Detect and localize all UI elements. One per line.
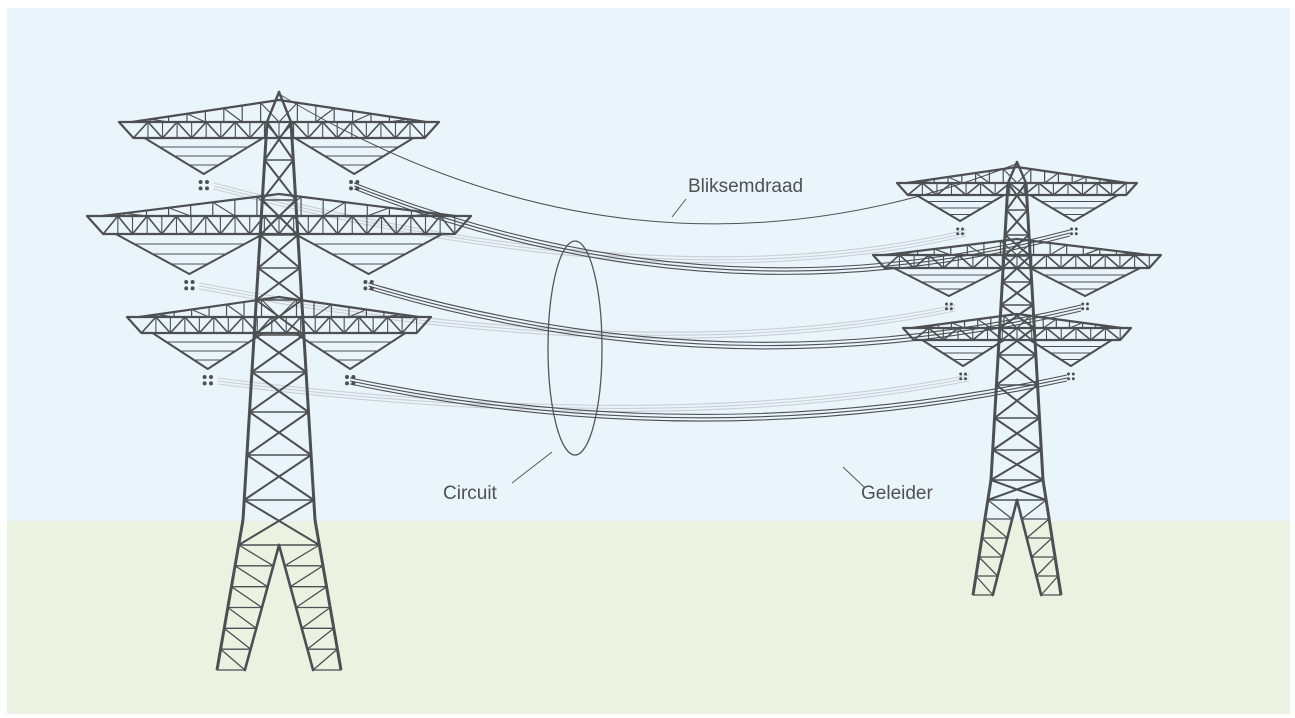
- insulator-bead: [184, 286, 189, 291]
- insulator-bead: [1071, 372, 1075, 376]
- lightning-wire: [278, 93, 1017, 225]
- insulator-bead: [209, 381, 213, 386]
- insulator-bead: [1067, 372, 1070, 376]
- insulator-bead: [355, 180, 360, 184]
- conductor-wire: [368, 288, 1082, 350]
- circuit-label: Circuit: [443, 483, 497, 504]
- insulator-bead: [956, 227, 960, 231]
- transmission-tower-left: [85, 90, 473, 672]
- insulator-bead: [202, 381, 207, 386]
- insulator-bead: [349, 180, 353, 184]
- insulator-bead: [959, 372, 963, 376]
- tower-leg: [215, 121, 269, 671]
- insulator-bead: [959, 377, 963, 381]
- insulator-bead: [202, 375, 207, 379]
- insulator-bead: [1071, 377, 1075, 381]
- far-conductor-wire: [217, 377, 970, 409]
- far-conductor-wire: [213, 182, 967, 258]
- lightning-wire-leader: [671, 198, 687, 218]
- insulator-bead: [961, 227, 964, 231]
- insulator-bead: [205, 180, 209, 184]
- tower-leg: [289, 121, 343, 671]
- circuit-leader: [511, 451, 553, 484]
- insulator-bead: [949, 302, 953, 306]
- insulator-bead: [1086, 302, 1089, 306]
- insulator-bead: [1081, 307, 1085, 311]
- conductor-wire: [353, 182, 1071, 269]
- far-conductor-wire: [199, 285, 956, 336]
- insulator-bead: [1070, 232, 1073, 236]
- conductor-wire: [368, 282, 1082, 343]
- insulator-bead: [1074, 227, 1078, 231]
- far-conductor-wire: [217, 374, 970, 406]
- insulator-bead: [345, 381, 349, 386]
- insulator-bead: [956, 232, 960, 236]
- conductor-label: Geleider: [861, 483, 933, 504]
- insulator-bead: [363, 280, 368, 284]
- ground: [7, 521, 1290, 714]
- insulator-bead: [1067, 377, 1070, 381]
- insulator-bead: [205, 186, 209, 191]
- insulator-bead: [964, 377, 967, 381]
- conductor-wire: [353, 185, 1071, 272]
- insulator-bead: [945, 307, 948, 311]
- insulator-bead: [1081, 302, 1085, 306]
- conductor-wire: [353, 188, 1071, 275]
- near-side-conductors: [350, 182, 1082, 422]
- insulator-bead: [345, 375, 349, 379]
- lightning-wire-label: Bliksemdraad: [688, 176, 804, 197]
- transmission-tower-right: [871, 160, 1163, 597]
- circuit-ellipse: [547, 240, 603, 456]
- insulator-bead: [190, 286, 195, 291]
- insulator-bead: [1070, 227, 1073, 231]
- insulator-bead: [198, 186, 203, 191]
- insulator-bead: [209, 375, 213, 379]
- insulator-bead: [961, 232, 964, 236]
- insulator-bead: [964, 372, 967, 376]
- insulator-bead: [369, 280, 374, 284]
- conductor-leader: [842, 466, 865, 488]
- far-conductor-wire: [217, 380, 970, 412]
- conductor-wire: [350, 377, 1068, 419]
- conductor-wire: [350, 374, 1068, 416]
- insulator-bead: [349, 186, 353, 191]
- insulator-bead: [1086, 307, 1089, 311]
- tower-leg: [1024, 182, 1063, 596]
- insulator-bead: [949, 307, 953, 311]
- conductor-wire: [350, 380, 1068, 422]
- insulator-bead: [363, 286, 368, 291]
- insulator-bead: [184, 280, 189, 284]
- insulator-bead: [198, 180, 203, 184]
- insulator-bead: [945, 302, 948, 306]
- far-conductor-wire: [199, 288, 956, 339]
- conductor-wire: [368, 285, 1082, 347]
- insulator-bead: [190, 280, 195, 284]
- insulator-bead: [1074, 232, 1078, 236]
